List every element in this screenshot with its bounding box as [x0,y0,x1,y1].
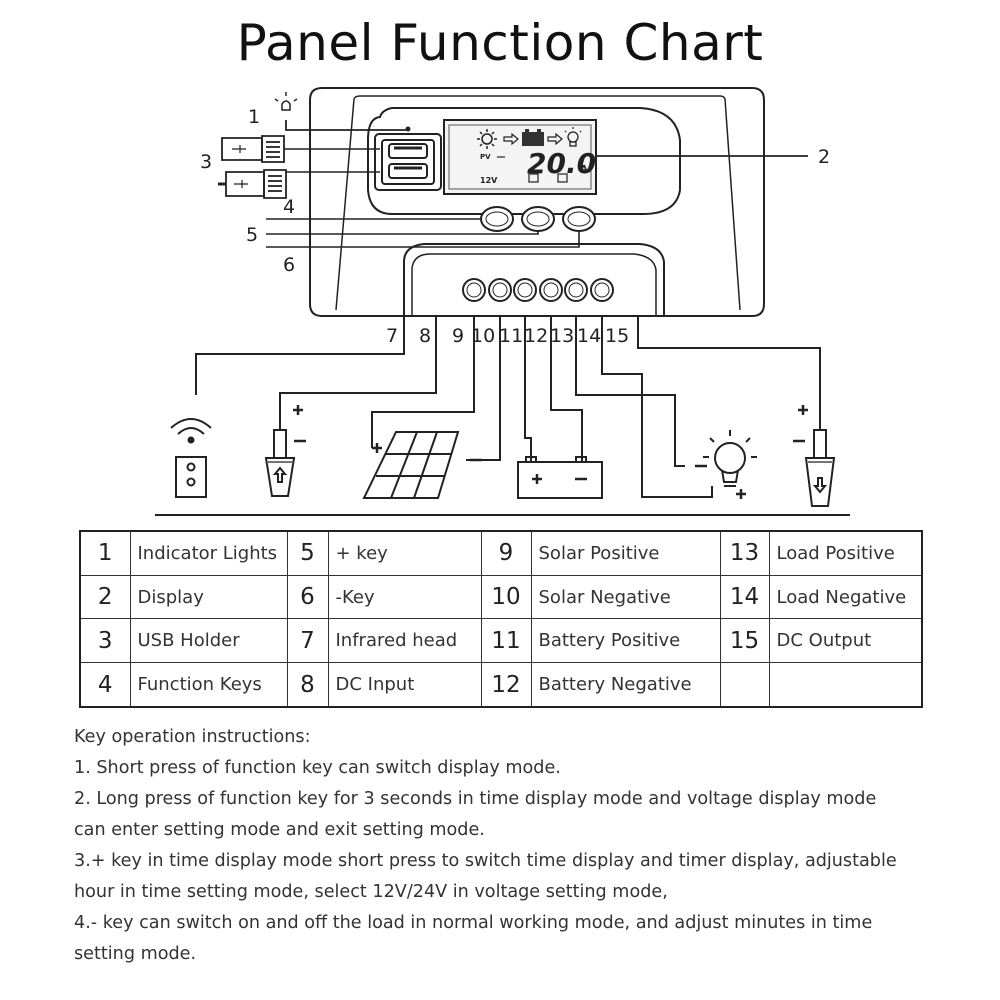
callout-1: 1 [248,106,260,128]
battery-icon [522,129,544,146]
legend-label: Load Positive [768,530,923,576]
legend-number [719,662,770,708]
load-bulb-icon [695,430,757,499]
legend-number: 2 [79,574,131,620]
lcd-display: PV 20.0 A 12V [443,119,597,195]
dc-input-plug-icon [264,405,306,497]
legend-number: 9 [480,530,532,576]
callout-2: 2 [818,146,830,168]
terminal-8: 8 [419,325,431,347]
infrared-remote-icon [170,418,212,498]
legend-label: DC Input [327,662,482,708]
instruction-line: 1. Short press of function key can switc… [74,758,561,778]
legend-number: 14 [719,574,770,620]
controller-body [309,87,765,317]
terminal-10: 10 [471,325,495,347]
legend-number: 1 [79,530,131,576]
legend-number: 12 [480,662,532,708]
legend-number: 5 [286,530,329,576]
legend-number: 8 [286,662,329,708]
terminal-7: 7 [386,325,398,347]
usb-plug-icon [221,135,380,163]
lcd-pv-label: PV [480,153,491,161]
table-row: 1 Indicator Lights 5 + key 9 Solar Posit… [79,530,923,576]
terminal-12: 12 [524,325,548,347]
legend-label: + key [327,530,482,576]
key-instructions: Key operation instructions: 1. Short pre… [74,722,954,970]
battery-icon [517,456,603,499]
instruction-line: setting mode. [74,944,197,964]
legend-label: Load Negative [768,574,923,620]
table-row: 2 Display 6 -Key 10 Solar Negative 14 Lo… [79,574,923,620]
arrow-right-icon [547,132,563,146]
callout-3: 3 [200,151,212,173]
callout-6: 6 [283,254,295,276]
legend-number: 11 [480,618,532,664]
key-leader-lines [266,218,580,248]
table-row: 4 Function Keys 8 DC Input 12 Battery Ne… [79,662,923,708]
legend-label: Battery Negative [530,662,721,708]
legend-number: 4 [79,662,131,708]
terminal-15: 15 [605,325,629,347]
legend-number: 7 [286,618,329,664]
terminal-9: 9 [452,325,464,347]
legend-label: DC Output [768,618,923,664]
terminal-11: 11 [499,325,523,347]
legend-label: Solar Negative [530,574,721,620]
wiring [195,324,821,498]
instructions-heading: Key operation instructions: [74,727,311,747]
instruction-line: 2. Long press of function key for 3 seco… [74,789,877,809]
legend-number: 15 [719,618,770,664]
instruction-line: hour in time setting mode, select 12V/24… [74,882,668,902]
callout-4: 4 [283,196,295,218]
page-title: Panel Function Chart [236,14,764,72]
terminal-13: 13 [550,325,574,347]
bulb-icon [564,127,582,147]
light-icon [274,92,298,111]
terminal-14: 14 [577,325,601,347]
instruction-line: 4.- key can switch on and off the load i… [74,913,873,933]
legend-label: -Key [327,574,482,620]
legend-table: 1 Indicator Lights 5 + key 9 Solar Posit… [79,530,923,708]
terminal-block [403,243,665,316]
indicator-light [285,120,411,132]
legend-label: Infrared head [327,618,482,664]
function-keys [480,206,596,232]
callout-5: 5 [246,224,258,246]
legend-label: USB Holder [129,618,288,664]
lcd-voltage-label: 12V [480,176,498,185]
sun-icon [477,129,497,149]
legend-label: Indicator Lights [129,530,288,576]
legend-label [768,662,923,708]
usb-holder [374,133,442,191]
table-row: 3 USB Holder 7 Infrared head 11 Battery … [79,618,923,664]
legend-label: Solar Positive [530,530,721,576]
instruction-line: can enter setting mode and exit setting … [74,820,485,840]
legend-label: Battery Positive [530,618,721,664]
lcd-unit: A [580,164,588,175]
legend-number: 6 [286,574,329,620]
dc-output-plug-icon [793,405,836,507]
legend-number: 13 [719,530,770,576]
legend-label: Display [129,574,288,620]
solar-panel-icon [362,431,482,499]
legend-number: 10 [480,574,532,620]
terminal-pins [403,316,639,324]
legend-number: 3 [79,618,131,664]
usb-plug-icon [218,169,380,199]
instruction-line: 3.+ key in time display mode short press… [74,851,897,871]
arrow-right-icon [503,132,519,146]
legend-label: Function Keys [129,662,288,708]
